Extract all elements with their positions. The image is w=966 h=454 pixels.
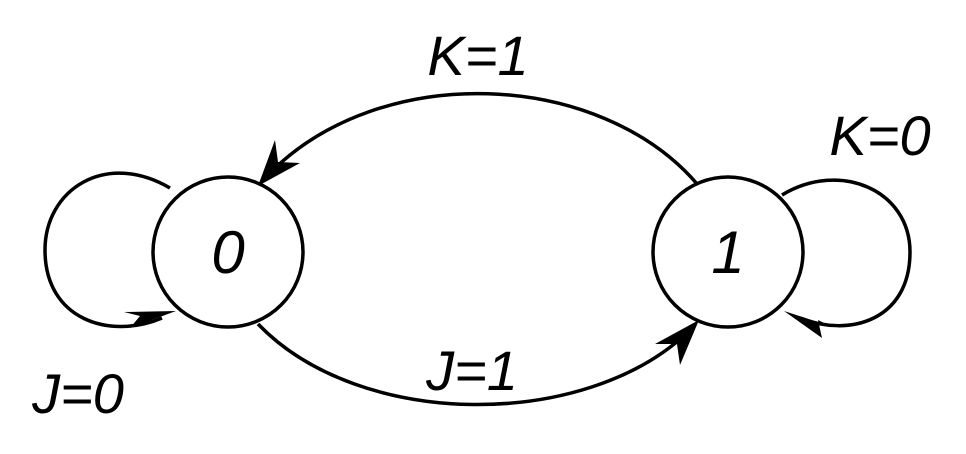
- self-loop-arrowhead-1: [784, 311, 830, 338]
- edge-label-self-0: J=0: [31, 362, 124, 425]
- self-loop-arrowhead-0: [124, 311, 176, 328]
- edge-label-self-1: K=0: [829, 104, 930, 167]
- arrowhead-0-to-1: [655, 320, 699, 365]
- arrowhead-1-to-0: [258, 140, 300, 186]
- self-loop-edge-0: [43, 171, 171, 329]
- edge-0-to-1: [256, 322, 690, 407]
- edge-label-0-to-1: J=1: [425, 339, 518, 402]
- state-label-0: 0: [211, 219, 244, 286]
- edge-label-1-to-0: K=1: [427, 24, 528, 87]
- edge-1-to-0: [266, 91, 700, 187]
- self-loop-edge-1: [781, 178, 912, 328]
- state-node-0: [151, 175, 305, 329]
- state-label-1: 1: [711, 219, 744, 286]
- state-node-1: [651, 175, 805, 329]
